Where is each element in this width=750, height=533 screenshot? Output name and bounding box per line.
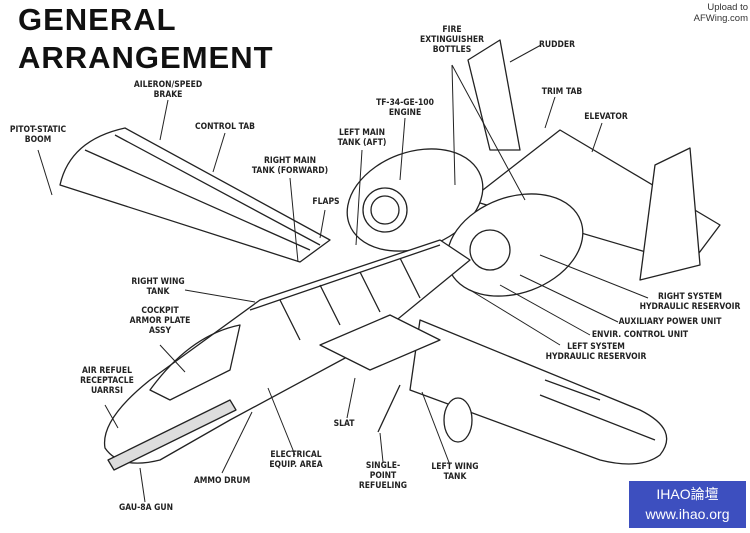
label-line: BOOM (24, 135, 52, 145)
ihao-watermark: IHAO論壇 www.ihao.org (629, 481, 746, 528)
label-line: LEFT WING (431, 462, 479, 472)
left-vertical-tail (639, 147, 701, 281)
label-ecu: ENVIR. CONTROL UNIT (592, 330, 688, 340)
label-line: BOTTLES (432, 45, 472, 55)
label-gun: GAU-8A GUN (119, 503, 173, 513)
label-line: UARRSI (91, 386, 123, 396)
label-line: EQUIP. AREA (269, 460, 323, 470)
label-control-tab: CONTROL TAB (195, 122, 255, 132)
label-line: ENVIR. CONTROL UNIT (591, 330, 689, 340)
label-line: FIRE (442, 25, 462, 35)
label-line: RIGHT WING (131, 277, 185, 287)
label-line: ARMOR PLATE (129, 316, 191, 326)
label-line: REFUELING (358, 481, 408, 491)
label-line: ASSY (148, 326, 172, 336)
label-line: COCKPIT (141, 306, 179, 316)
label-line: ELEVATOR (584, 112, 628, 122)
label-line: SINGLE- (365, 461, 401, 471)
label-trim-tab: TRIM TAB (542, 87, 583, 97)
label-line: RIGHT SYSTEM (658, 292, 722, 302)
label-line: RIGHT MAIN (263, 156, 317, 166)
right-wing (59, 127, 331, 263)
label-line: SLAT (333, 419, 355, 429)
watermark-line-1: Upload to (707, 2, 748, 13)
label-line: LEFT MAIN (339, 128, 385, 138)
ihao-line-1: IHAO論壇 (656, 486, 719, 502)
slat-box (319, 314, 441, 371)
label-line: HYDRAULIC RESERVOIR (545, 352, 647, 362)
label-line: RECEPTACLE (80, 376, 134, 386)
title-line-1: GENERAL (18, 2, 177, 37)
label-line: AMMO DRUM (193, 476, 251, 486)
afwing-watermark: Upload to AFWing.com (694, 2, 748, 24)
label-line: TRIM TAB (541, 87, 583, 97)
left-wing-aileron-line (539, 379, 656, 441)
left-wing (409, 319, 668, 465)
label-line: PITOT-STATIC (9, 125, 67, 135)
label-line: GAU-8A GUN (118, 503, 174, 513)
label-line: ENGINE (388, 108, 422, 118)
main-gear-wheel (443, 397, 473, 443)
title-line-2: ARRANGEMENT (18, 40, 274, 75)
label-line: EXTINGUISHER (420, 35, 484, 45)
label-line: POINT (369, 471, 397, 481)
watermark-line-2: AFWing.com (693, 13, 748, 24)
label-elevator: ELEVATOR (584, 112, 628, 122)
label-flaps: FLAPS (312, 197, 339, 207)
label-ammo-drum: AMMO DRUM (194, 476, 250, 486)
left-engine-fan (469, 229, 511, 271)
label-line: RUDDER (539, 40, 575, 50)
label-line: CONTROL TAB (195, 122, 255, 132)
ihao-line-2: www.ihao.org (645, 506, 730, 522)
label-line: TANK (FORWARD) (251, 166, 329, 176)
right-wing-aileron-line (84, 134, 321, 251)
label-line: HYDRAULIC RESERVOIR (639, 302, 741, 312)
label-line: FLAPS (312, 197, 340, 207)
canopy (149, 324, 241, 401)
right-engine-fan (362, 187, 408, 233)
leader-lines (37, 44, 649, 503)
label-line: LEFT SYSTEM (567, 342, 625, 352)
fuselage-panels (249, 244, 441, 341)
label-line: TANK (443, 472, 467, 482)
label-rudder: RUDDER (539, 40, 575, 50)
right-vertical-tail (467, 39, 521, 151)
label-line: TANK (AFT) (337, 138, 387, 148)
label-line: AILERON/SPEED (133, 80, 203, 90)
label-line: ELECTRICAL (270, 450, 322, 460)
label-slat: SLAT (334, 419, 355, 429)
gun-barrel (107, 399, 237, 471)
label-line: BRAKE (153, 90, 183, 100)
label-line: AIR REFUEL (82, 366, 132, 376)
label-apu: AUXILIARY POWER UNIT (619, 317, 722, 327)
label-line: TF-34-GE-100 (376, 98, 434, 108)
refuel-strut (377, 384, 401, 433)
label-line: TANK (146, 287, 170, 297)
label-line: AUXILIARY POWER UNIT (618, 317, 722, 327)
